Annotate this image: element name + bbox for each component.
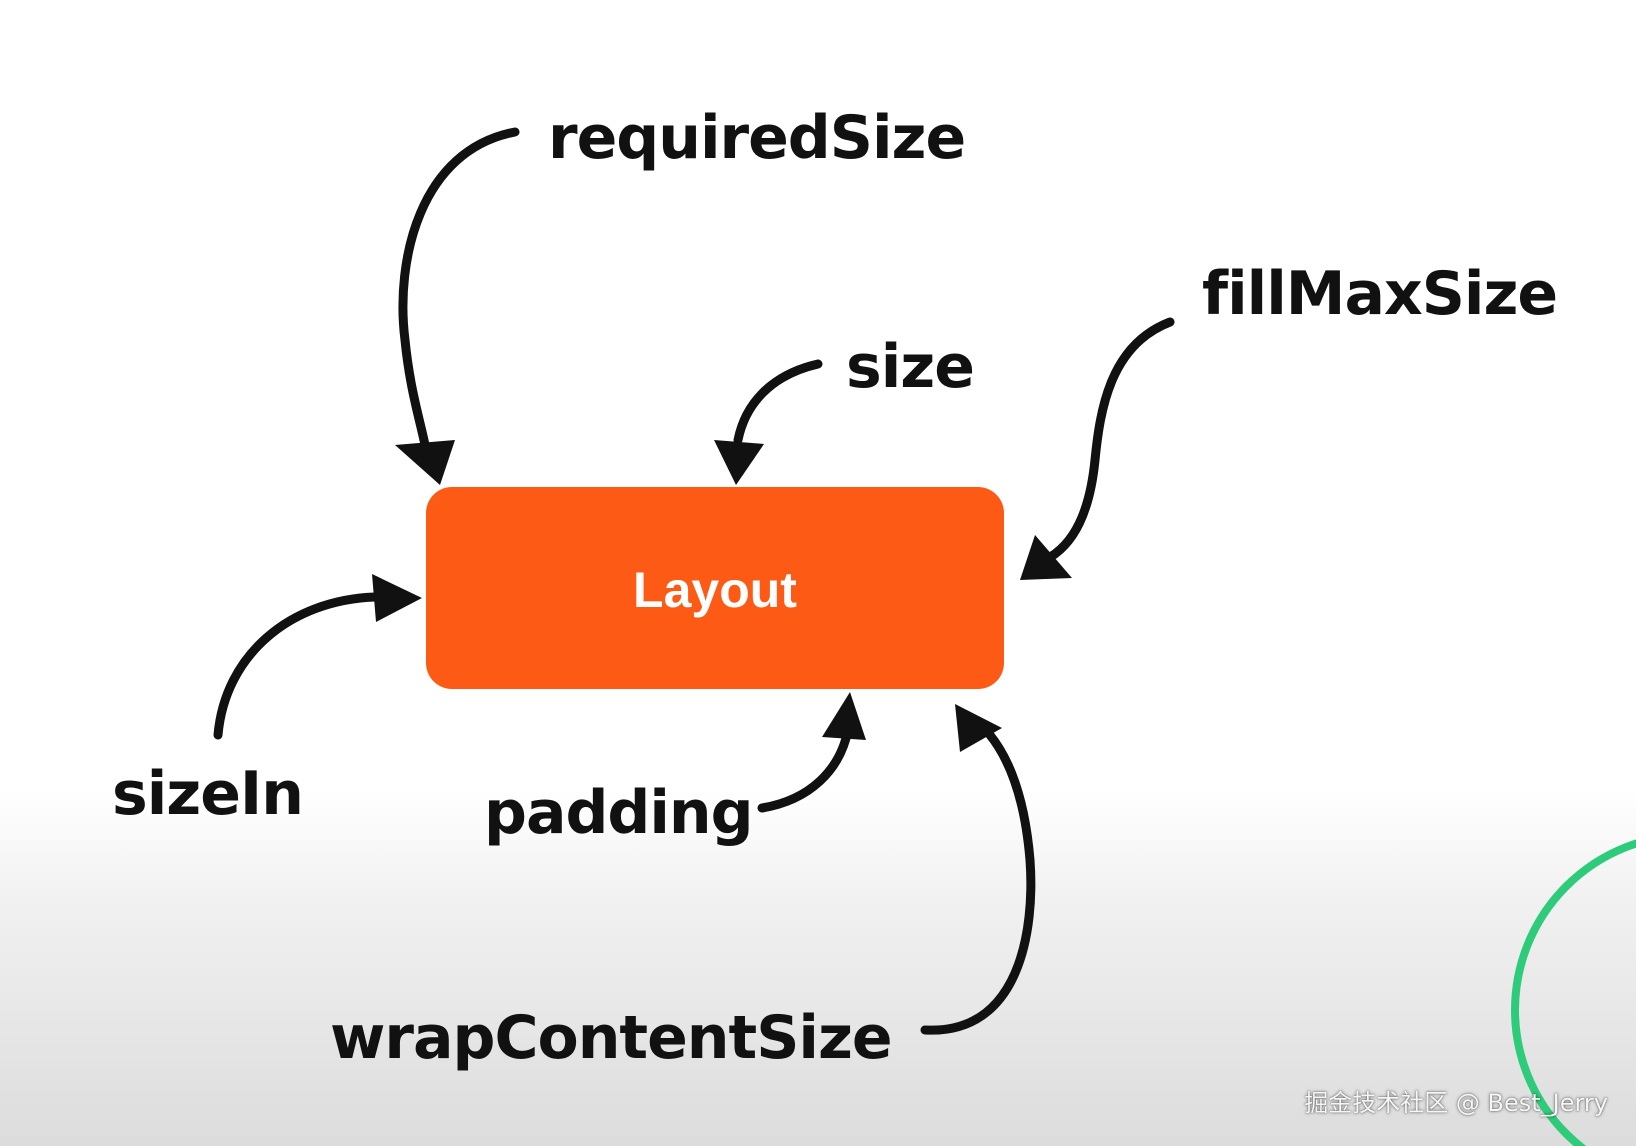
arrow-wrap-content-size bbox=[920, 730, 1036, 1035]
accent-circle bbox=[1511, 839, 1636, 1146]
label-fill-max-size: fillMaxSize bbox=[1202, 259, 1557, 329]
arrowhead-fill-max-size bbox=[1020, 535, 1072, 580]
arrow-required-size bbox=[398, 127, 520, 450]
label-required-size: requiredSize bbox=[548, 103, 965, 173]
arrow-fill-max-size bbox=[1040, 317, 1175, 565]
layout-box bbox=[426, 487, 1004, 689]
arrowhead-size bbox=[714, 440, 764, 485]
arrowhead-wrap-content-size bbox=[955, 704, 1002, 752]
arrow-padding bbox=[757, 725, 853, 813]
arrowhead-size-in bbox=[372, 574, 422, 622]
arrowhead-required-size bbox=[395, 440, 455, 485]
watermark: 掘金技术社区 @ Best_Jerry bbox=[1304, 1089, 1608, 1117]
label-size-in: sizeIn bbox=[112, 759, 303, 829]
label-size: size bbox=[846, 332, 974, 402]
arrow-size bbox=[733, 359, 823, 445]
layout-box-label: Layout bbox=[633, 562, 797, 618]
arrow-size-in bbox=[213, 592, 380, 740]
label-wrap-content-size: wrapContentSize bbox=[330, 1003, 892, 1073]
arrowhead-padding bbox=[822, 692, 866, 740]
label-padding: padding bbox=[484, 778, 753, 848]
